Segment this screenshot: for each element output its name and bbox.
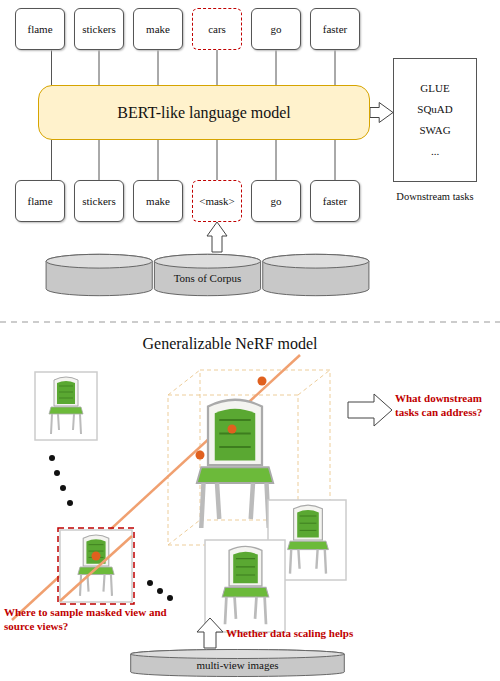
connector-line — [335, 140, 336, 180]
language-model-box: BERT-like language model — [38, 85, 370, 140]
downstream-box: GLUESQuADSWAG...Downstream tasks — [393, 58, 477, 182]
connector-line — [99, 140, 100, 180]
node-text: faster — [323, 23, 347, 35]
question-note: Where to sample masked view and source v… — [4, 606, 174, 634]
node-text: GLUE — [420, 78, 449, 99]
output-token: stickers — [74, 8, 124, 50]
node-text: BERT-like language model — [117, 103, 291, 122]
node-text: go — [271, 195, 282, 207]
node-text: flame — [27, 23, 52, 35]
node-text: flame — [27, 195, 52, 207]
corpus-cylinder: Tons of Corpus — [45, 252, 370, 298]
output-token: faster — [310, 8, 360, 50]
connector-line — [99, 50, 100, 85]
input-token: faster — [310, 180, 360, 222]
input-token: flame — [15, 180, 65, 222]
block-arrow — [370, 103, 393, 123]
node-text: cars — [208, 23, 226, 35]
output-token: cars — [192, 8, 242, 50]
node-text: go — [271, 23, 282, 35]
output-token: go — [251, 8, 301, 50]
node-text: SWAG — [419, 120, 450, 141]
images-cylinder: multi-view images — [130, 648, 345, 678]
node-text: Tons of Corpus — [174, 272, 242, 284]
question-note: Whether data scaling helps — [226, 627, 426, 641]
node-text: stickers — [82, 23, 116, 35]
input-token: <mask> — [192, 180, 242, 222]
input-token: go — [251, 180, 301, 222]
question-note: What downstream tasks can address? — [395, 392, 498, 420]
node-text: stickers — [82, 195, 116, 207]
connector-line — [276, 50, 277, 85]
input-token: stickers — [74, 180, 124, 222]
output-token: make — [133, 8, 183, 50]
node-text: make — [146, 23, 170, 35]
block-arrow — [207, 222, 227, 252]
node-text: multi-view images — [196, 659, 278, 671]
connector-line — [158, 140, 159, 180]
node-text: ... — [431, 141, 439, 162]
connector-line — [217, 50, 218, 85]
node-text: faster — [323, 195, 347, 207]
connector-line — [217, 140, 218, 180]
connector-line — [335, 50, 336, 85]
connector-line — [276, 140, 277, 180]
node-text: <mask> — [199, 195, 235, 207]
node-text: make — [146, 195, 170, 207]
section-title: Generalizable NeRF model — [110, 334, 350, 354]
input-token: make — [133, 180, 183, 222]
node-text: SQuAD — [417, 99, 452, 120]
connector-line — [158, 50, 159, 85]
connector-line — [51, 140, 52, 180]
connector-line — [51, 50, 52, 85]
output-token: flame — [15, 8, 65, 50]
box-heading: Downstream tasks — [396, 187, 473, 207]
